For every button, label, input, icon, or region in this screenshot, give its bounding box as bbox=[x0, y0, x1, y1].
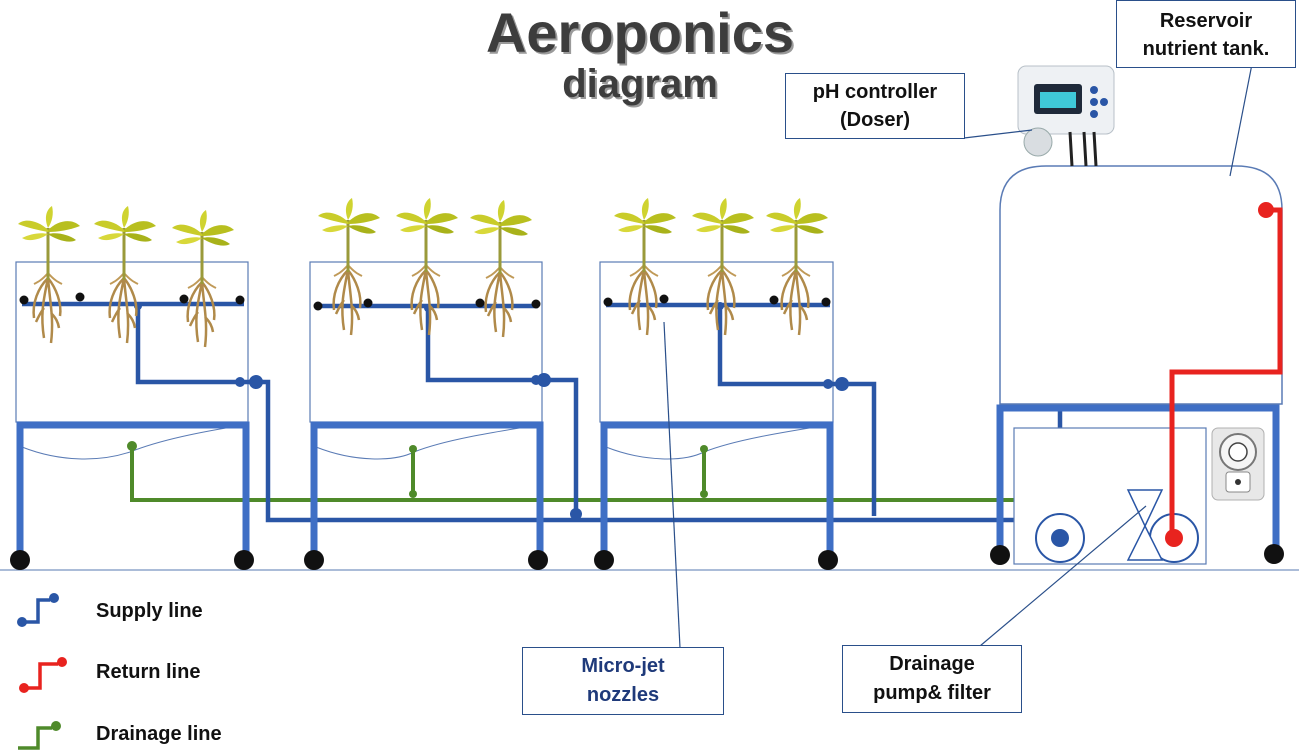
nozzles-callout: Micro-jet nozzles bbox=[522, 647, 724, 715]
stand-wheels bbox=[10, 544, 1284, 570]
filter-icon bbox=[1126, 489, 1164, 561]
drainage-line-pipe bbox=[130, 446, 1148, 502]
legend-drainage-label: Drainage line bbox=[96, 723, 222, 745]
return-line-pipe bbox=[1169, 207, 1283, 538]
nozzles-label-line2: nozzles bbox=[586, 684, 660, 706]
micro-jet-nozzles bbox=[19, 292, 831, 311]
ph-controller-label-line1: pH controller bbox=[812, 81, 938, 103]
drainage-pump-label-line1: Drainage bbox=[889, 653, 975, 675]
growing-chamber-3 bbox=[599, 261, 834, 460]
legend-supply-symbol bbox=[22, 598, 50, 624]
legend-return-symbol bbox=[24, 662, 58, 690]
legend-drainage-symbol bbox=[18, 726, 52, 750]
reservoir-label-line1: Reservoir bbox=[1159, 10, 1253, 32]
ph-controller-label-line2: (Doser) bbox=[839, 109, 910, 131]
ph-controller-callout: pH controller (Doser) bbox=[785, 73, 965, 139]
reservoir-callout: Reservoir nutrient tank. bbox=[1116, 0, 1296, 68]
reservoir-label-line2: nutrient tank. bbox=[1142, 38, 1270, 60]
ph-controller-device-icon bbox=[1017, 65, 1115, 167]
chamber-stands bbox=[16, 404, 1280, 560]
nozzles-label-line1: Micro-jet bbox=[581, 655, 665, 677]
diagram-title: Aeroponics bbox=[485, 1, 795, 64]
legend-supply-label: Supply line bbox=[96, 600, 203, 622]
pump-icon bbox=[1035, 513, 1085, 563]
drainage-pump-callout: Drainage pump& filter bbox=[842, 645, 1022, 713]
timer-outlet-icon bbox=[1211, 427, 1265, 501]
reservoir-tank bbox=[999, 165, 1283, 405]
legend-return-label: Return line bbox=[96, 661, 201, 683]
drainage-pump-label-line2: pump& filter bbox=[873, 682, 991, 704]
diagram-subtitle: diagram bbox=[562, 62, 718, 106]
